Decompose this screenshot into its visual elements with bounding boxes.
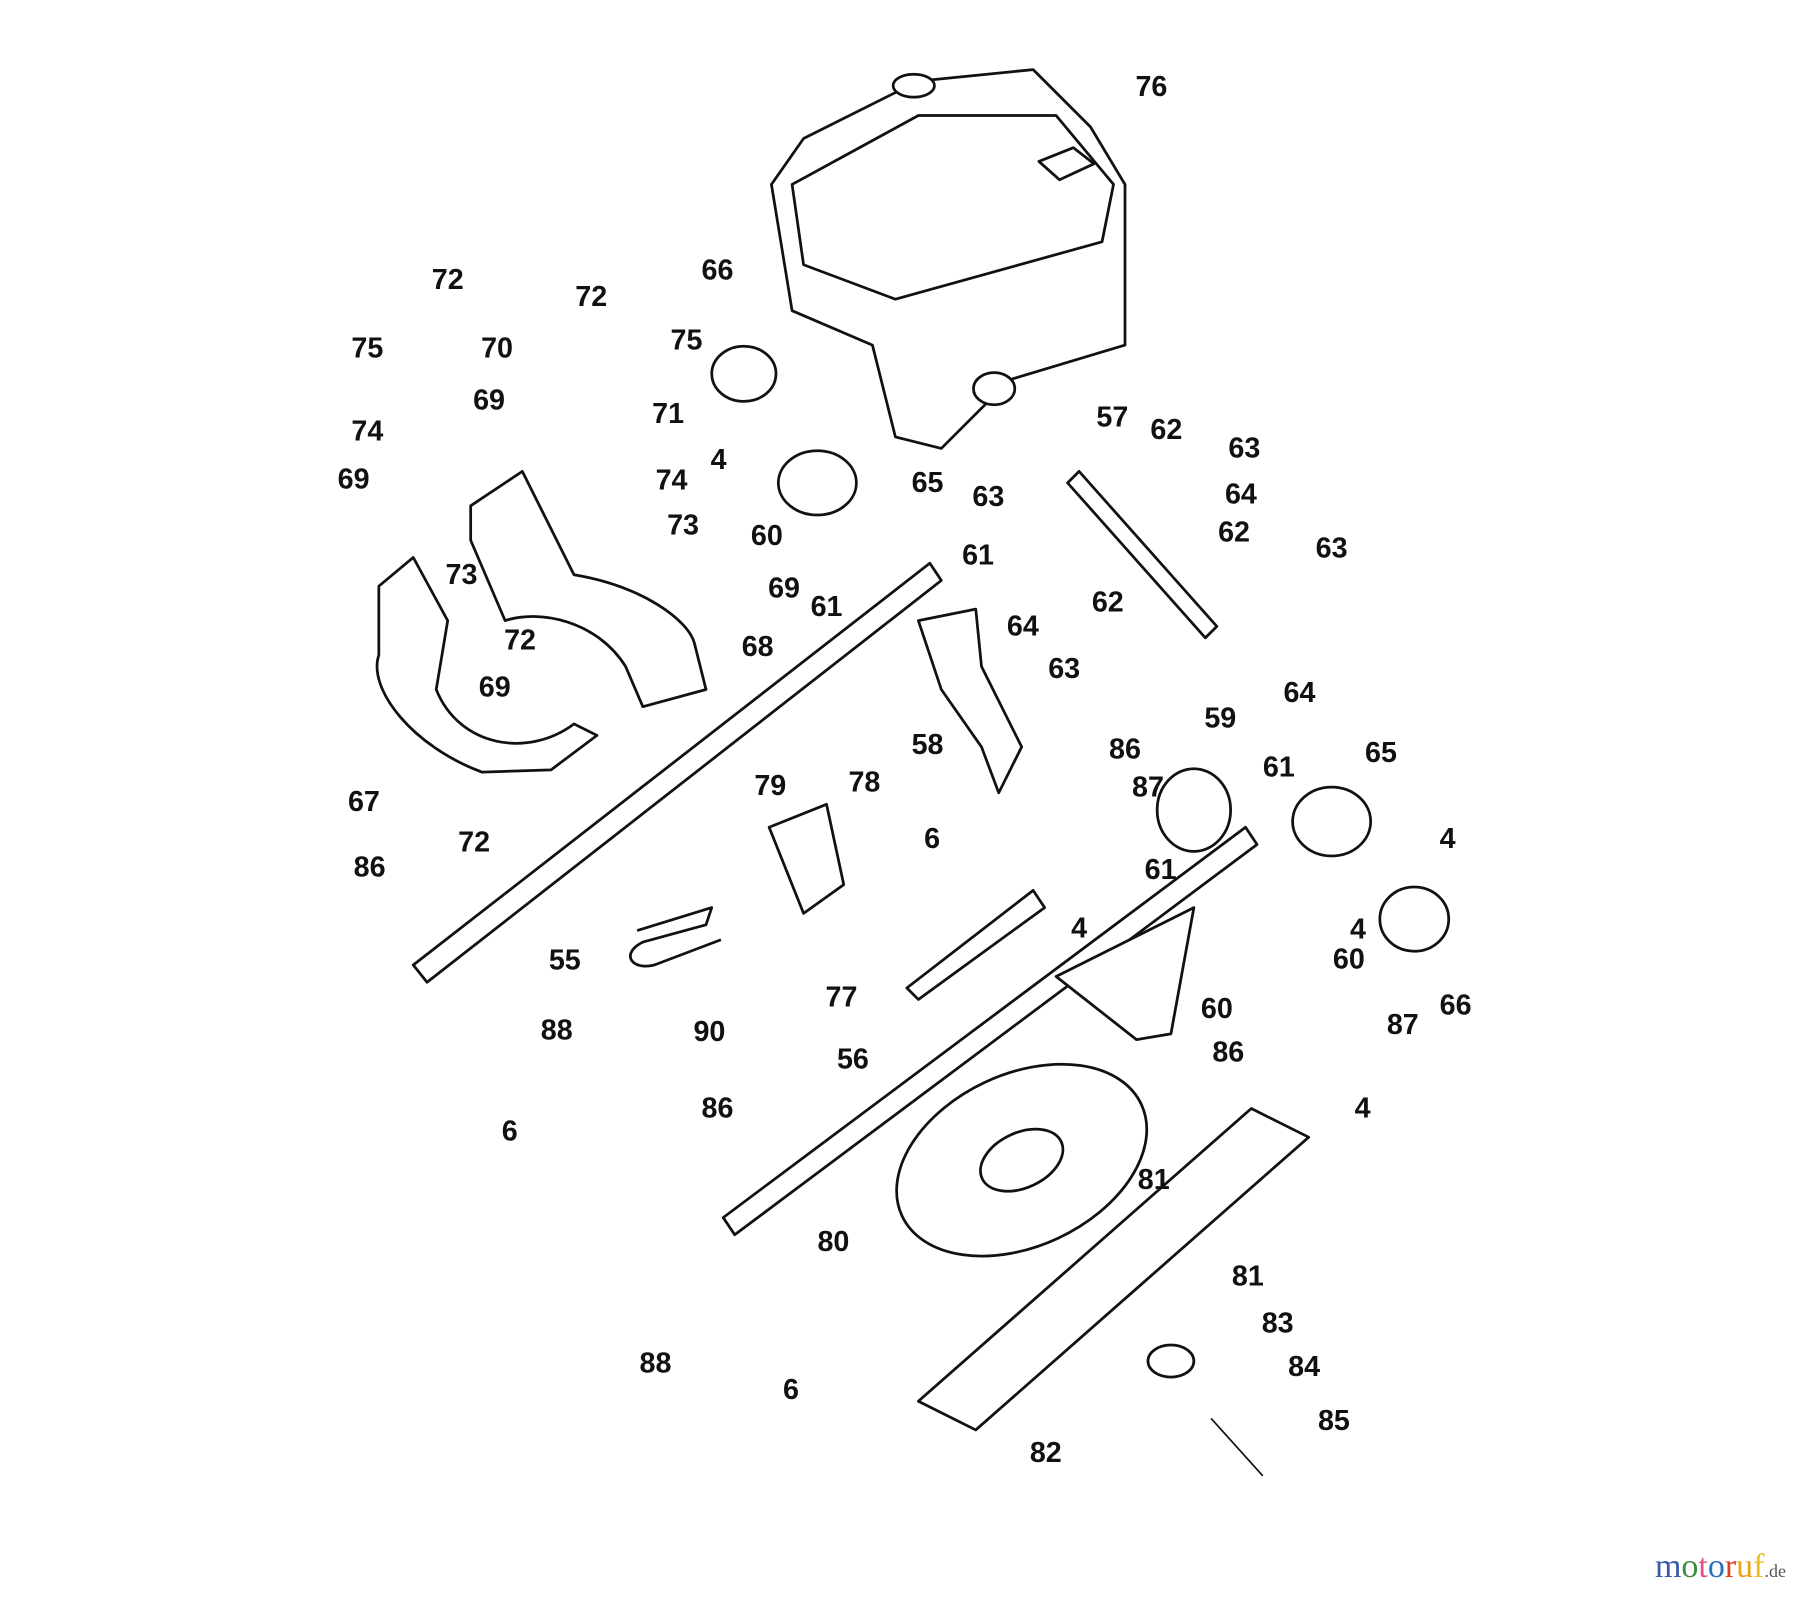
callout-88: 88 <box>640 1348 672 1380</box>
callout-69: 69 <box>473 384 505 416</box>
callout-4: 4 <box>711 444 727 476</box>
callout-78: 78 <box>848 767 880 799</box>
callout-63: 63 <box>1228 433 1260 465</box>
callout-4: 4 <box>1071 912 1087 944</box>
callout-60: 60 <box>751 520 783 552</box>
callout-72: 72 <box>458 826 490 858</box>
callout-69: 69 <box>768 573 800 605</box>
callout-87: 87 <box>1387 1009 1419 1041</box>
callout-87: 87 <box>1132 771 1164 803</box>
wheel-cap-66 <box>1378 885 1451 953</box>
callout-88: 88 <box>541 1015 573 1047</box>
callout-64: 64 <box>1225 479 1257 511</box>
callout-59: 59 <box>1204 702 1236 734</box>
callout-73: 73 <box>446 559 478 591</box>
callout-60: 60 <box>1333 943 1365 975</box>
logo-letter: o <box>1707 1548 1725 1585</box>
logo-letter: o <box>1681 1548 1699 1585</box>
baffle-68 <box>469 470 708 709</box>
callout-68: 68 <box>742 631 774 663</box>
callout-67: 67 <box>348 786 380 818</box>
callout-4: 4 <box>1440 823 1456 855</box>
callout-4: 4 <box>1355 1093 1371 1125</box>
callout-66: 66 <box>702 255 734 287</box>
callout-70: 70 <box>481 333 513 365</box>
bracket-77 <box>905 889 1047 1001</box>
axle-56 <box>721 825 1259 1237</box>
callout-86: 86 <box>1212 1036 1244 1068</box>
belt-90 <box>629 906 722 968</box>
callout-76: 76 <box>1135 71 1167 103</box>
callout-65: 65 <box>912 467 944 499</box>
callout-72: 72 <box>575 281 607 313</box>
callout-79: 79 <box>754 770 786 802</box>
callout-62: 62 <box>1092 586 1124 618</box>
callout-69: 69 <box>338 464 370 496</box>
callout-55: 55 <box>549 945 581 977</box>
callout-64: 64 <box>1284 677 1316 709</box>
callout-58: 58 <box>912 729 944 761</box>
callout-86: 86 <box>1109 733 1141 765</box>
callout-65: 65 <box>1365 737 1397 769</box>
logo-letter: m <box>1654 1548 1682 1585</box>
callout-63: 63 <box>1316 532 1348 564</box>
callout-81: 81 <box>1232 1260 1264 1292</box>
callout-57: 57 <box>1096 402 1128 434</box>
callout-4: 4 <box>1350 914 1366 946</box>
plate <box>1054 906 1196 1042</box>
blade-82 <box>916 1107 1311 1432</box>
filter-78 <box>767 802 846 915</box>
callout-72: 72 <box>432 264 464 296</box>
handle-mount-58 <box>916 607 1024 795</box>
callout-61: 61 <box>811 591 843 623</box>
callout-60: 60 <box>1201 993 1233 1025</box>
callout-61: 61 <box>1145 854 1177 886</box>
callout-66: 66 <box>1440 989 1472 1021</box>
motoruf-logo: motoruf.de <box>1655 1548 1786 1586</box>
logo-letter: u <box>1736 1548 1754 1585</box>
callout-73: 73 <box>667 510 699 542</box>
callout-90: 90 <box>693 1016 725 1048</box>
callout-74: 74 <box>351 415 383 447</box>
callout-75: 75 <box>671 325 703 357</box>
bolt-85 <box>1210 1417 1264 1477</box>
logo-letter: r <box>1724 1548 1737 1585</box>
callout-62: 62 <box>1218 516 1250 548</box>
callout-74: 74 <box>656 465 688 497</box>
callout-72: 72 <box>504 624 536 656</box>
spindle-83 <box>1146 1343 1196 1379</box>
logo-suffix: .de <box>1764 1561 1787 1581</box>
callout-85: 85 <box>1318 1405 1350 1437</box>
callout-61: 61 <box>962 539 994 571</box>
engine <box>770 68 1127 450</box>
callout-6: 6 <box>924 823 940 855</box>
callout-75: 75 <box>351 333 383 365</box>
callout-61: 61 <box>1263 752 1295 784</box>
callout-83: 83 <box>1262 1307 1294 1339</box>
callout-63: 63 <box>1048 653 1080 685</box>
callout-82: 82 <box>1030 1437 1062 1469</box>
callout-6: 6 <box>502 1116 518 1148</box>
callout-62: 62 <box>1150 414 1182 446</box>
logo-letter: t <box>1698 1548 1708 1585</box>
callout-71: 71 <box>652 398 684 430</box>
callout-77: 77 <box>825 981 857 1013</box>
axle-55 <box>411 561 943 984</box>
callout-86: 86 <box>702 1093 734 1125</box>
callout-84: 84 <box>1288 1351 1320 1383</box>
callout-6: 6 <box>783 1374 799 1406</box>
callout-64: 64 <box>1007 611 1039 643</box>
callout-56: 56 <box>837 1043 869 1075</box>
callout-86: 86 <box>354 852 386 884</box>
rod-57 <box>1066 470 1219 640</box>
baffle-67 <box>375 556 599 774</box>
callout-69: 69 <box>479 671 511 703</box>
callout-80: 80 <box>817 1226 849 1258</box>
callout-63: 63 <box>972 481 1004 513</box>
callout-81: 81 <box>1138 1164 1170 1196</box>
logo-letter: f <box>1753 1548 1765 1585</box>
logo-brand: motoruf <box>1655 1548 1765 1585</box>
